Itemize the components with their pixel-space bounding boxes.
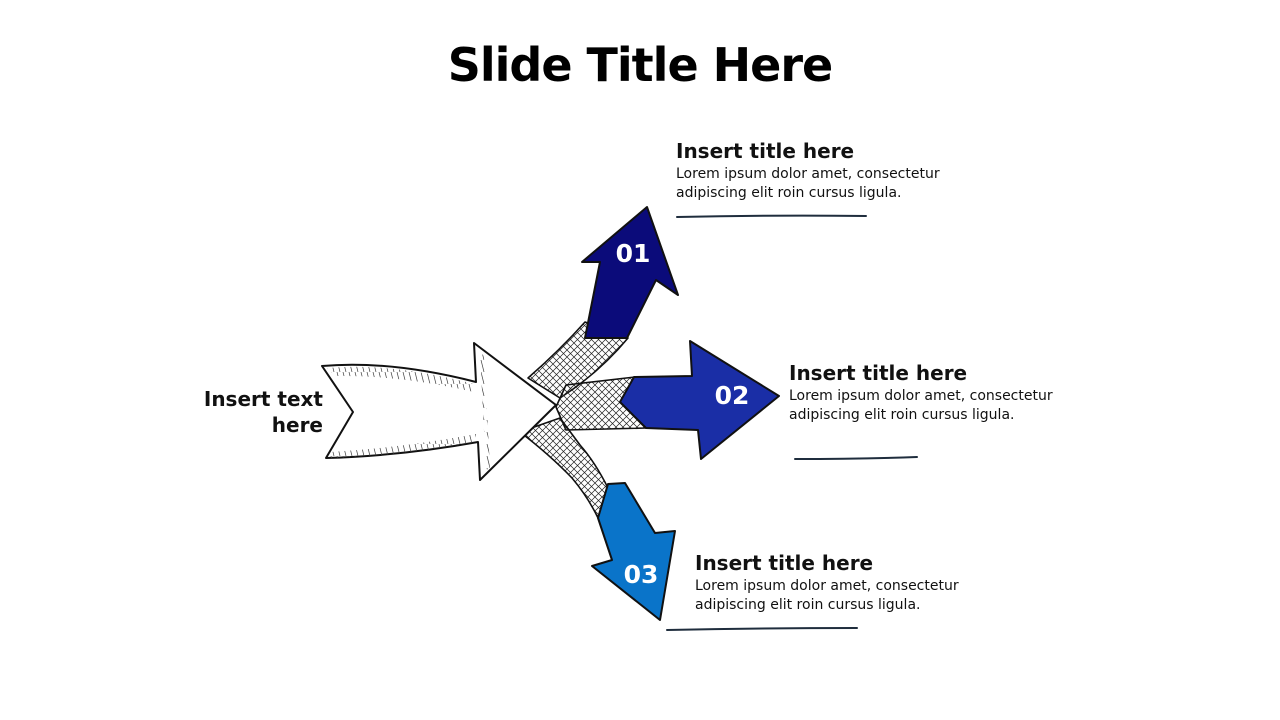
center-label: Insert text here — [160, 386, 323, 438]
callout-03-body: Lorem ipsum dolor amet, consectetur adip… — [695, 577, 995, 615]
callout-02-body-line-2: adipiscing elit roin cursus ligula. — [789, 407, 1015, 423]
arrow-01-number: 01 — [616, 239, 651, 268]
arrow-02 — [619, 340, 780, 460]
callout-02-body: Lorem ipsum dolor amet, consectetur adip… — [789, 387, 1089, 425]
callout-02-title: Insert title here — [789, 361, 968, 385]
arrow-03 — [591, 482, 676, 621]
callout-01: Insert title here Lorem ipsum dolor amet… — [676, 139, 976, 203]
arrow-03-number: 03 — [624, 560, 659, 589]
callout-01-body-line-2: adipiscing elit roin cursus ligula. — [676, 185, 902, 201]
center-label-line-2: here — [271, 413, 323, 437]
arrow-01 — [581, 206, 679, 339]
callout-01-underline — [676, 214, 867, 218]
callout-01-body-line-1: Lorem ipsum dolor amet, consectetur — [676, 166, 940, 182]
callout-02-body-line-1: Lorem ipsum dolor amet, consectetur — [789, 388, 1053, 404]
slide-title: Slide Title Here — [447, 38, 834, 92]
callout-01-body: Lorem ipsum dolor amet, consectetur adip… — [676, 165, 976, 203]
callout-02: Insert title here Lorem ipsum dolor amet… — [789, 361, 1089, 425]
callout-03-body-line-1: Lorem ipsum dolor amet, consectetur — [695, 578, 959, 594]
arrow-02-number: 02 — [715, 381, 750, 410]
callout-03: Insert title here Lorem ipsum dolor amet… — [695, 551, 995, 615]
center-arrow-texture — [327, 352, 490, 470]
callout-03-title: Insert title here — [695, 551, 874, 575]
center-label-line-1: Insert text — [203, 387, 323, 411]
center-arrow — [321, 342, 557, 481]
callout-03-body-line-2: adipiscing elit roin cursus ligula. — [695, 597, 921, 613]
callout-01-title: Insert title here — [676, 139, 855, 163]
stem-lower — [519, 417, 609, 519]
callout-03-underline — [666, 627, 858, 631]
callout-02-underline — [794, 456, 918, 460]
